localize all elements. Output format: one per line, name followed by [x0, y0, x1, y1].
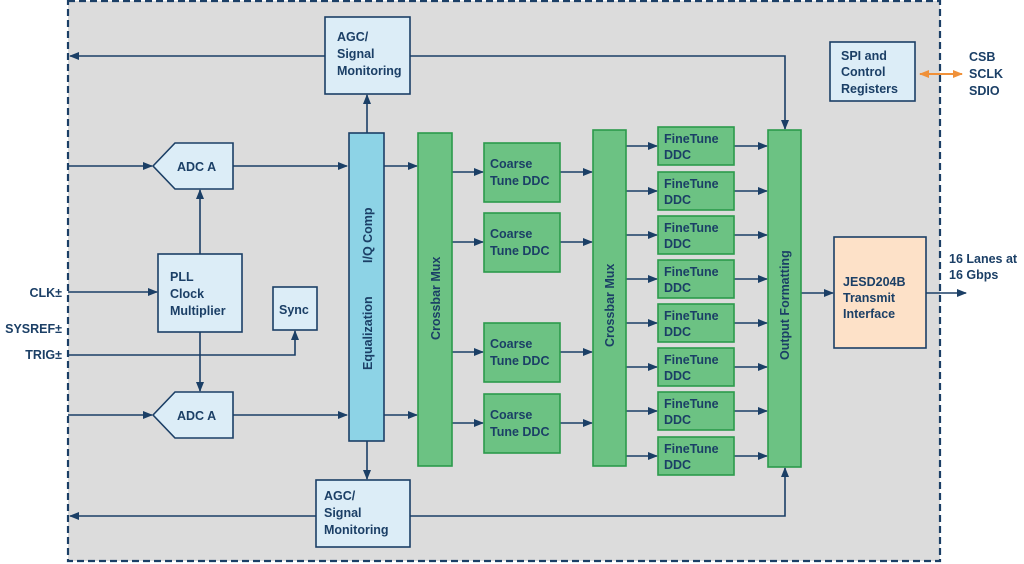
spi-line-2: Control	[841, 65, 885, 79]
fine-ddc-line-2: DDC	[664, 148, 691, 162]
fine-ddc-line-2: DDC	[664, 281, 691, 295]
spi-line-1: SPI and	[841, 49, 887, 63]
crossbar-2-label: Crossbar Mux	[603, 264, 617, 347]
iq-comp-label: I/Q Comp	[361, 207, 375, 263]
pll-line-3: Multiplier	[170, 304, 226, 318]
input-sysref: SYSREF±	[5, 322, 62, 336]
coarse-ddc-line-2: Tune DDC	[490, 174, 550, 188]
coarse-ddc-line-2: Tune DDC	[490, 425, 550, 439]
coarse-ddc-line-2: Tune DDC	[490, 244, 550, 258]
coarse-ddc-line-1: Coarse	[490, 227, 532, 241]
fine-ddc-line-2: DDC	[664, 369, 691, 383]
pin-csb: CSB	[969, 50, 995, 64]
sync-block: Sync	[272, 286, 318, 331]
fine-ddc-line-1: FineTune	[664, 397, 719, 411]
coarse-ddc-line-1: Coarse	[490, 157, 532, 171]
fine-ddc-line-2: DDC	[664, 193, 691, 207]
pll-line-1: PLL	[170, 270, 194, 284]
pin-sdio: SDIO	[969, 84, 1000, 98]
fine-ddc-line-1: FineTune	[664, 177, 719, 191]
jesd-line-1: JESD204B	[843, 275, 906, 289]
adc-bottom-label: ADC A	[177, 409, 216, 423]
spi-line-3: Registers	[841, 82, 898, 96]
coarse-ddc-line-1: Coarse	[490, 337, 532, 351]
agc-signal-monitoring-bottom: AGC/ Signal Monitoring	[315, 479, 411, 548]
agc-top-line-2: Signal	[337, 47, 375, 61]
crossbar-mux-1: Crossbar Mux	[417, 132, 453, 467]
agc-top-line-3: Monitoring	[337, 64, 402, 78]
sync-label: Sync	[279, 303, 309, 317]
fine-ddc-line-1: FineTune	[664, 221, 719, 235]
fine-ddc-line-1: FineTune	[664, 442, 719, 456]
input-trig: TRIG±	[25, 348, 62, 362]
jesd-line-3: Interface	[843, 307, 895, 321]
pin-sclk: SCLK	[969, 67, 1003, 81]
fine-ddc-line-1: FineTune	[664, 309, 719, 323]
finetune-ddc-group: FineTuneDDCFineTuneDDCFineTuneDDCFineTun…	[657, 126, 735, 476]
fine-ddc-line-2: DDC	[664, 237, 691, 251]
fine-ddc-line-2: DDC	[664, 458, 691, 472]
adc-a-bottom: ADC A	[151, 391, 234, 439]
jesd-line-2: Transmit	[843, 291, 896, 305]
coarse-ddc-line-2: Tune DDC	[490, 354, 550, 368]
fine-ddc-line-1: FineTune	[664, 353, 719, 367]
agc-top-line-1: AGC/	[337, 30, 369, 44]
agc-bottom-line-2: Signal	[324, 506, 362, 520]
jesd204b-transmit-interface: JESD204B Transmit Interface	[833, 236, 927, 349]
input-clk: CLK±	[29, 286, 62, 300]
agc-bottom-line-1: AGC/	[324, 489, 356, 503]
output-formatting: Output Formatting	[767, 129, 802, 468]
output-formatting-label: Output Formatting	[778, 250, 792, 360]
equalization-label: Equalization	[361, 296, 375, 370]
adc-a-top: ADC A	[151, 142, 234, 190]
spi-control-registers: SPI and Control Registers	[829, 41, 916, 102]
fine-ddc-line-1: FineTune	[664, 132, 719, 146]
fine-ddc-line-2: DDC	[664, 413, 691, 427]
signal-wires	[68, 52, 967, 520]
equalization-iq-comp-bar: I/Q Comp Equalization	[348, 132, 385, 442]
coarse-ddc-line-1: Coarse	[490, 408, 532, 422]
pll-line-2: Clock	[170, 287, 204, 301]
fine-ddc-line-2: DDC	[664, 325, 691, 339]
crossbar-1-label: Crossbar Mux	[429, 257, 443, 340]
crossbar-mux-2: Crossbar Mux	[592, 129, 627, 467]
agc-signal-monitoring-top: AGC/ Signal Monitoring	[324, 16, 411, 95]
agc-bottom-line-3: Monitoring	[324, 523, 389, 537]
adc-top-label: ADC A	[177, 160, 216, 174]
lanes-line-2: 16 Gbps	[949, 268, 998, 282]
pll-clock-multiplier: PLL Clock Multiplier	[157, 253, 243, 333]
fine-ddc-line-1: FineTune	[664, 265, 719, 279]
lanes-line-1: 16 Lanes at	[949, 252, 1018, 266]
